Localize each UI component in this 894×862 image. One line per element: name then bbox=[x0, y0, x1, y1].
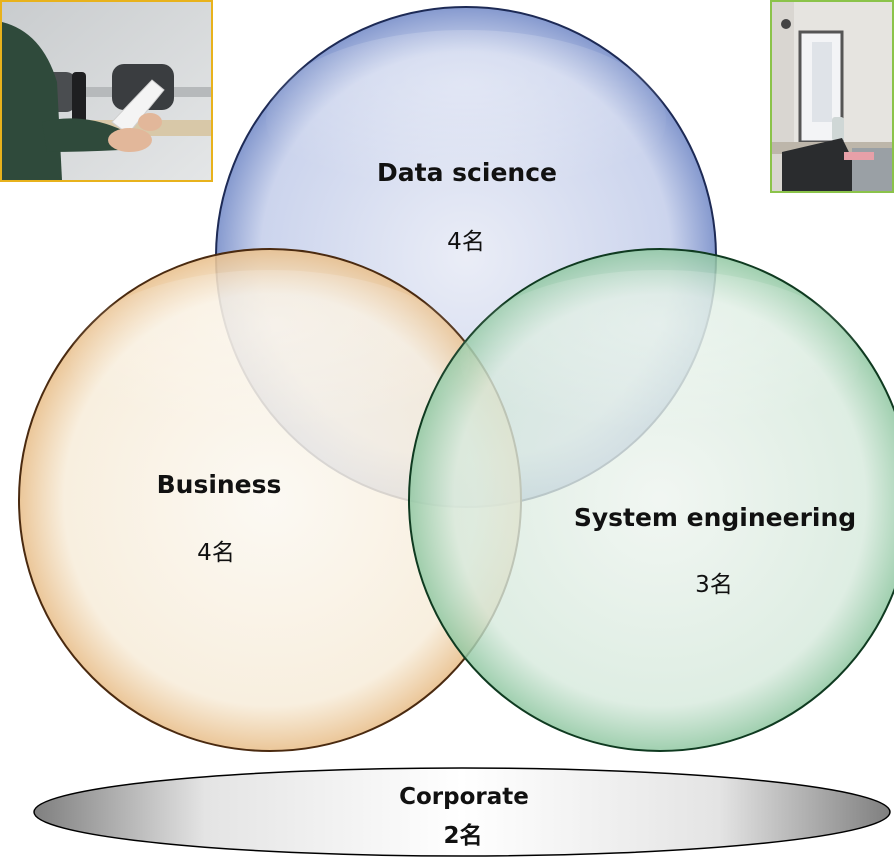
business-count: 4名 bbox=[197, 540, 235, 566]
office-photo-desk-icon bbox=[772, 2, 892, 191]
system-engineering-count: 3名 bbox=[695, 572, 733, 598]
office-photo-person-icon bbox=[2, 2, 211, 180]
corporate-base-ellipse bbox=[33, 767, 891, 857]
data-science-count: 4名 bbox=[447, 229, 485, 255]
system-engineering-label: System engineering bbox=[573, 503, 857, 532]
data-science-label: Data science bbox=[377, 158, 557, 187]
office-photo-left bbox=[0, 0, 213, 182]
office-photo-right bbox=[770, 0, 894, 193]
corporate-count: 2名 bbox=[443, 823, 483, 849]
corporate-label: Corporate bbox=[399, 784, 529, 810]
business-label: Business bbox=[156, 470, 282, 499]
